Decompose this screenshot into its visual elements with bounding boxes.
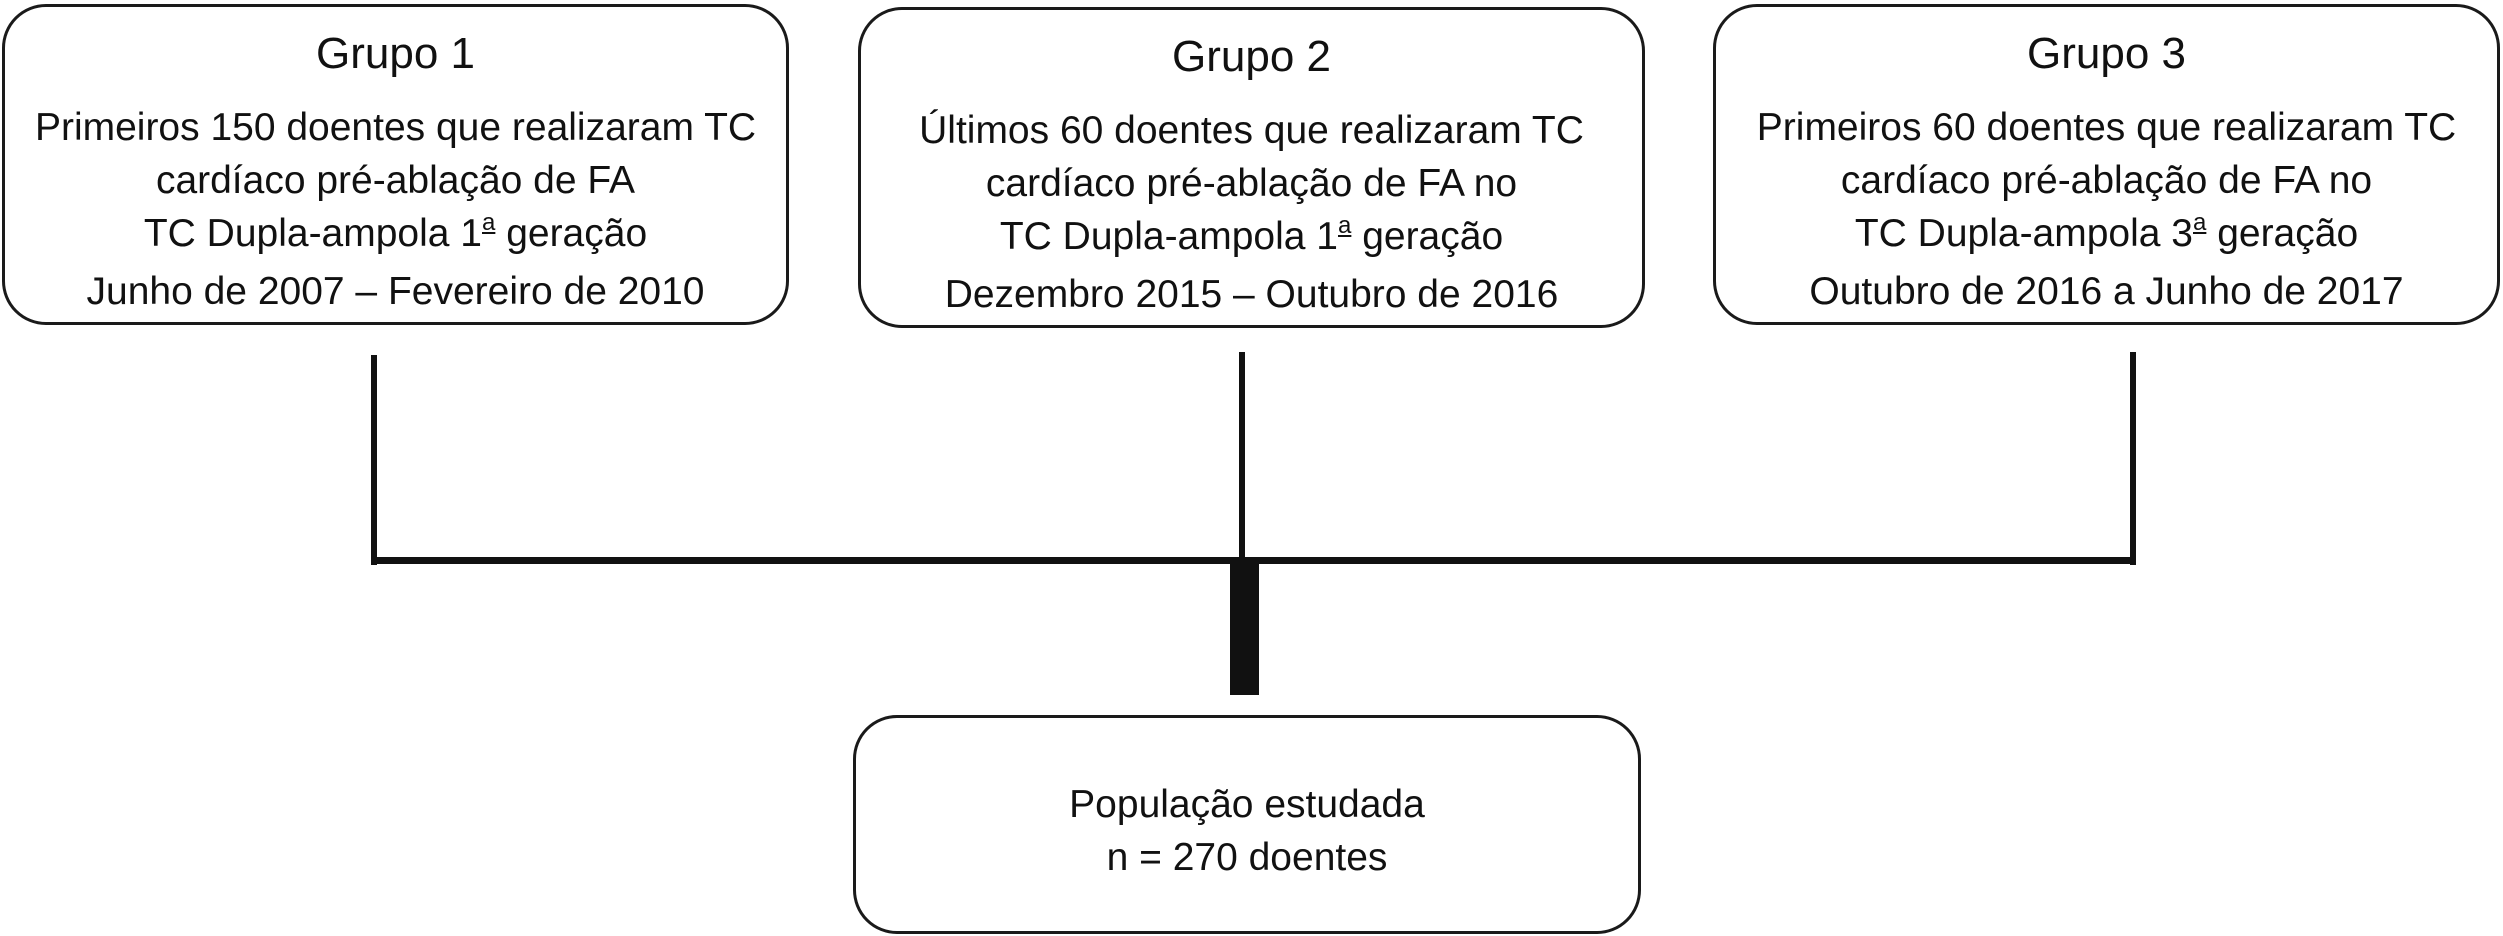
- group-3-line-3: TC Dupla-ampola 3a geração: [1716, 207, 2497, 265]
- group-1-line-3-pre: TC Dupla-ampola 1: [143, 212, 482, 255]
- group-1-line-2: cardíaco pré-ablação de FA: [155, 159, 636, 202]
- result-count: n = 270 doentes: [1106, 836, 1388, 879]
- connector-group-1-vertical: [371, 355, 377, 565]
- group-1-line-3: TC Dupla-ampola 1a geração: [5, 207, 786, 265]
- group-3-box: Grupo 3 Primeiros 60 doentes que realiza…: [1713, 4, 2500, 325]
- connector-group-3-vertical: [2130, 352, 2136, 565]
- group-2-title: Grupo 2: [1172, 32, 1331, 81]
- group-2-line-3: TC Dupla-ampola 1a geração: [861, 210, 1642, 268]
- group-2-line-2: cardíaco pré-ablação de FA no: [985, 162, 1518, 205]
- group-2-line-4: Dezembro 2015 – Outubro de 2016: [944, 273, 1559, 316]
- group-1-line-3-post: geração: [495, 212, 648, 255]
- group-3-line-1: Primeiros 60 doentes que realizaram TC: [1756, 106, 2457, 149]
- group-2-box: Grupo 2 Últimos 60 doentes que realizara…: [858, 7, 1645, 328]
- connector-trunk-to-result: [1230, 562, 1259, 695]
- group-1-ordinal-superscript: a: [482, 209, 496, 236]
- connector-group-2-vertical: [1239, 352, 1245, 565]
- group-1-line-1: Primeiros 150 doentes que realizaram TC: [34, 106, 757, 149]
- group-2-ordinal-superscript: a: [1338, 212, 1352, 239]
- group-2-line-3-pre: TC Dupla-ampola 1: [999, 215, 1338, 258]
- group-3-ordinal-superscript: a: [2193, 209, 2207, 236]
- group-3-line-3-pre: TC Dupla-ampola 3: [1854, 212, 2193, 255]
- group-3-line-4: Outubro de 2016 a Junho de 2017: [1809, 270, 2404, 313]
- group-1-line-4: Junho de 2007 – Fevereiro de 2010: [86, 270, 705, 313]
- group-1-box: Grupo 1 Primeiros 150 doentes que realiz…: [2, 4, 789, 325]
- result-title: População estudada: [1069, 783, 1425, 826]
- group-2-line-1: Últimos 60 doentes que realizaram TC: [919, 109, 1584, 152]
- group-3-line-2: cardíaco pré-ablação de FA no: [1840, 159, 2373, 202]
- group-3-title: Grupo 3: [2027, 29, 2186, 78]
- group-1-title: Grupo 1: [316, 29, 475, 78]
- connector-horizontal-bar: [371, 557, 2136, 564]
- group-2-line-3-post: geração: [1351, 215, 1504, 258]
- group-3-line-3-post: geração: [2206, 212, 2359, 255]
- result-box: População estudada n = 270 doentes: [853, 715, 1641, 934]
